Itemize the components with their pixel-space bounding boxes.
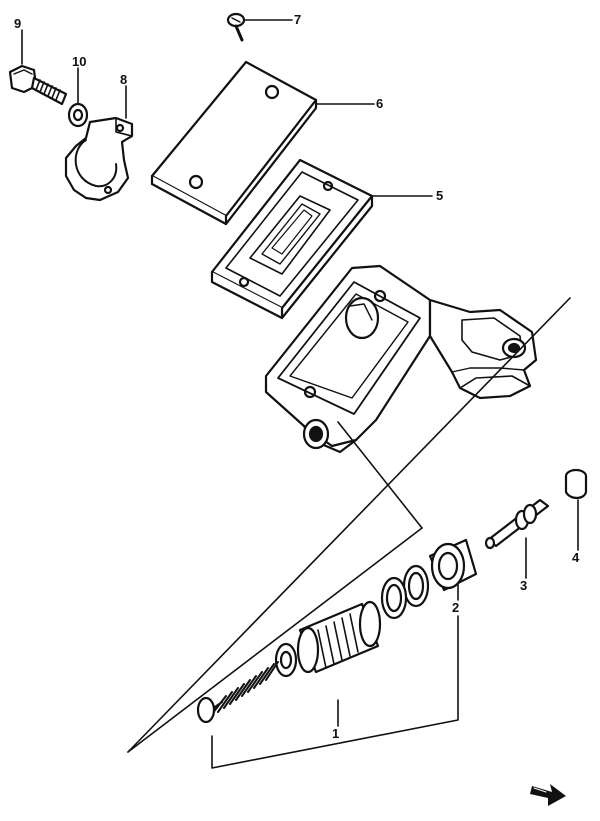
- front-direction-arrow-icon: [530, 784, 566, 806]
- reservoir-cap-6: [150, 60, 318, 226]
- callout-10: 10: [72, 54, 86, 69]
- bolt-9: [8, 64, 68, 106]
- callout-8: 8: [120, 72, 127, 87]
- callout-3: 3: [520, 578, 527, 593]
- return-spring: [196, 661, 279, 724]
- leader-lines: [21, 19, 579, 769]
- washer-10: [67, 102, 89, 128]
- diaphragm-5: [210, 158, 374, 320]
- piston-assembly: [296, 600, 382, 674]
- piston-cup-2: [428, 538, 478, 592]
- push-rod-3: [484, 498, 550, 550]
- primary-cup: [274, 642, 298, 678]
- callout-1: 1: [332, 726, 339, 741]
- callout-6: 6: [376, 96, 383, 111]
- callout-2: 2: [452, 600, 459, 615]
- circlip: [380, 564, 430, 620]
- screw-7: [226, 12, 246, 42]
- callout-7: 7: [294, 12, 301, 27]
- clamp-holder-8: [64, 116, 134, 202]
- callout-labels: 9 10 8 7 6 5 4 3 2 1: [14, 12, 580, 741]
- callout-4: 4: [572, 550, 580, 565]
- boot-cap-4: [564, 468, 588, 500]
- callout-9: 9: [14, 16, 21, 31]
- callout-5: 5: [436, 188, 443, 203]
- master-cylinder-body: [264, 264, 538, 454]
